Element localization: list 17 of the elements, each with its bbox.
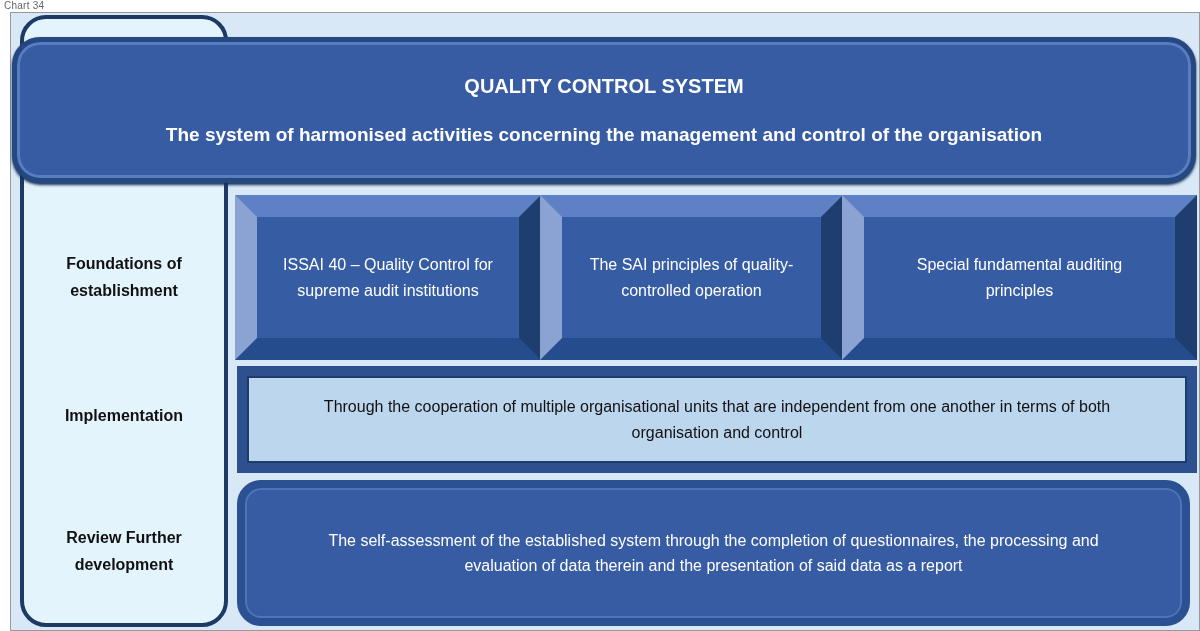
row-label: Foundations of establishment <box>65 254 183 301</box>
subheading: The system of harmonised activities concerning the management and control of the organisation <box>165 122 1043 147</box>
box-text: ISSAI 40 – Quality Control for supreme audit institutions <box>283 254 493 301</box>
box-text: Through the cooperation of multiple organisational units that are independent from one another in terms of both organisation and control <box>322 396 1112 443</box>
heading: QUALITY CONTROL SYSTEM <box>464 73 744 99</box>
box-text: The SAI principles of quality-controlled operation <box>588 254 795 301</box>
box-text: The self-assessment of the established system through the completion of questionnaires, the processing and evaluation of data therein and the presentation of said data as a report <box>327 531 1100 576</box>
review-box <box>237 480 1190 626</box>
bevel-box <box>540 195 843 360</box>
box-text: Special fundamental auditing principles <box>915 254 1124 301</box>
bevel-box <box>235 195 541 360</box>
row-label: Implementation <box>63 405 185 426</box>
row-label: Review Further development <box>65 528 183 575</box>
bevel-box <box>842 195 1197 360</box>
implementation-box <box>237 366 1197 473</box>
title-banner <box>12 37 1196 183</box>
chart-caption: Chart 34 <box>4 0 45 11</box>
